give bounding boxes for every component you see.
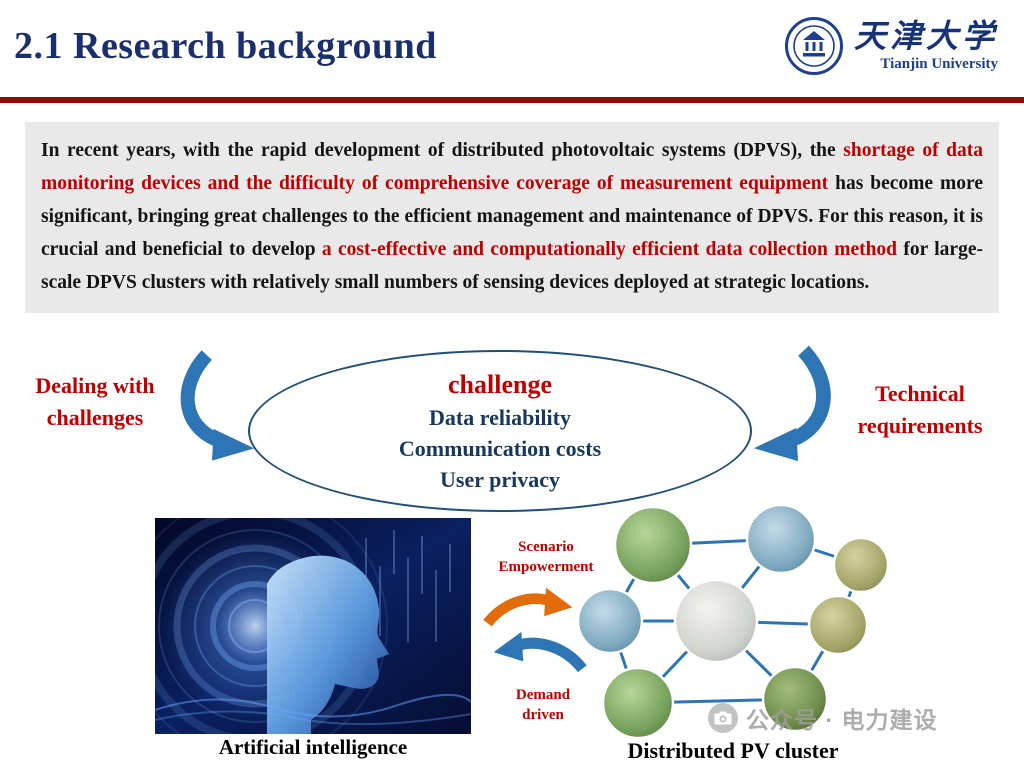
challenge-title: challenge [448, 369, 552, 399]
ai-caption: Artificial intelligence [218, 735, 408, 759]
university-logo: 天津大学 Tianjin University [784, 16, 998, 76]
university-name-cn: 天津大学 [853, 17, 998, 54]
watermark: 公众号 · 电力建设 [708, 701, 937, 735]
demand-arrow-left-icon [493, 631, 587, 673]
dealing-with-challenges-label: Dealing with challenges [35, 373, 155, 430]
pv-scene-2 [745, 503, 817, 575]
intro-highlight-text: shortage of data monitoring devices and … [41, 140, 983, 194]
challenge-item-user-privacy: User privacy [440, 466, 560, 492]
pv-caption: Distributed PV cluster [627, 738, 839, 763]
intro-paragraph: In recent years, with the rapid developm… [25, 122, 999, 313]
challenge-item-communication-costs: Communication costs [398, 435, 602, 461]
demand-driven-label: Demand driven [515, 687, 571, 723]
ai-brain-graphic [155, 518, 471, 734]
intro-highlight-text: a cost-effective and computationally eff… [321, 239, 898, 260]
pv-scene-6 [601, 666, 675, 740]
pv-scene-7 [761, 665, 829, 733]
scenario-arrow-right-icon [483, 587, 573, 627]
artificial-intelligence-image [155, 518, 471, 734]
page-title: 2.1 Research background [14, 25, 437, 67]
technical-requirements-label: Technical requirements [857, 381, 983, 438]
pv-scene-5 [807, 594, 869, 656]
intro-text: for large-scale DPVS clusters with relat… [41, 239, 983, 293]
curved-arrow-right-icon [753, 345, 831, 462]
university-emblem-icon [784, 17, 843, 75]
pv-cluster-network [576, 503, 890, 740]
camera-icon [708, 703, 738, 733]
university-name: 天津大学 Tianjin University [853, 17, 998, 73]
challenge-item-data-reliability: Data reliability [429, 404, 571, 430]
curved-arrow-left-icon [180, 350, 255, 461]
head-profile-silhouette [267, 555, 389, 734]
pv-scene-1 [613, 505, 693, 585]
pv-scene-3 [832, 536, 890, 594]
challenge-ellipse: challenge Data reliability Communication… [248, 350, 752, 512]
pv-scene-4 [576, 587, 644, 655]
title-divider [0, 97, 1024, 103]
watermark-text: 公众号 · 电力建设 [746, 707, 938, 733]
scenario-empowerment-label: Scenario Empowerment [498, 539, 594, 575]
intro-text: In recent years, with the rapid developm… [41, 140, 844, 161]
pv-hub [673, 578, 759, 664]
intro-text: has become more significant, bringing gr… [41, 173, 983, 260]
university-name-en: Tianjin University [880, 56, 998, 73]
